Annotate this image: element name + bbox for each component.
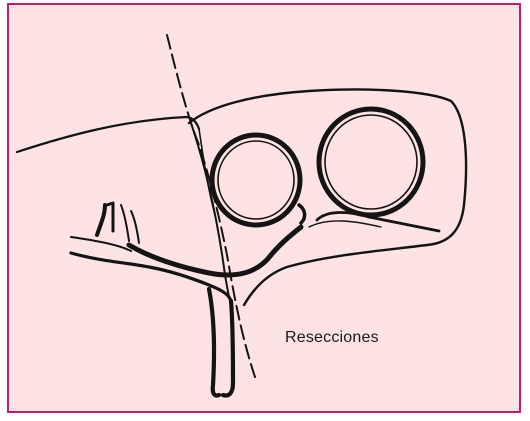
right-loop [319, 109, 423, 215]
left-branch-vessel [71, 253, 231, 301]
left-loop [212, 135, 300, 225]
anatomical-drawing [9, 5, 519, 411]
figure-panel: Resecciones [7, 3, 521, 413]
left-organ-outline [17, 117, 199, 152]
resection-label: Resecciones [285, 329, 379, 347]
resection-line-long [167, 35, 255, 377]
main-trunk [209, 289, 219, 396]
